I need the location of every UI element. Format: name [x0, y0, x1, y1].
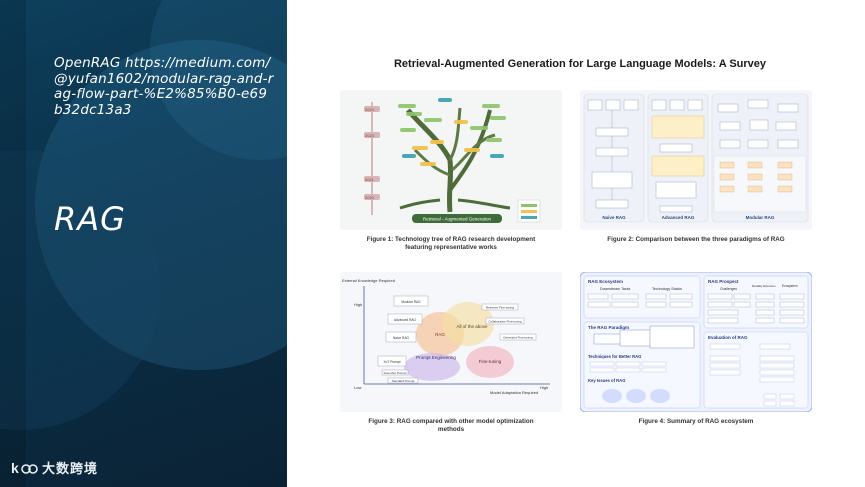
section-title: RAG Prospect	[708, 279, 739, 284]
year-label: 2023	[365, 133, 375, 138]
paradigm-label: Advanced RAG	[662, 215, 695, 220]
axis-low-label: Low	[354, 385, 361, 390]
section-title: RAG Ecosystem	[588, 279, 623, 284]
rag-comparison-chart: External Knowledge Required Model Adapta…	[340, 272, 562, 412]
figure-4-caption: Figure 4: Summary of RAG ecosystem	[638, 418, 754, 425]
brand: k 大数跨境	[10, 458, 98, 477]
bubble-label: All of the above	[456, 324, 488, 329]
paper-title: Retrieval-Augmented Generation for Large…	[393, 58, 767, 70]
section-title: Evaluation of RAG	[708, 335, 748, 340]
bubble-label: Prompt Engineering	[416, 355, 456, 360]
figure-4-image: RAG Ecosystem RAG Prospect The RAG Parad…	[580, 272, 812, 412]
figure-2-caption: Figure 2: Comparison between the three p…	[607, 236, 785, 243]
axis-high-label: High	[354, 302, 362, 307]
figure-3-image: External Knowledge Required Model Adapta…	[340, 272, 562, 412]
rag-paradigms-diagram: Naive RAG Advanced RAG Mo	[580, 90, 812, 230]
bubble-label: Fine-tuning	[479, 359, 502, 364]
paradigm-label: Naive RAG	[602, 215, 626, 220]
year-label: 2020	[365, 195, 375, 200]
reference-link-text[interactable]: OpenRAG https://medium.com/@yufan1602/mo…	[54, 55, 274, 118]
brand-name: 大数跨境	[42, 461, 99, 476]
subsection-label: Ecosystem	[782, 284, 798, 288]
subsection-label: Challenges	[720, 287, 737, 291]
subsection-label: Modality Extension	[752, 284, 776, 288]
subsection-label: Downstream Tasks	[600, 287, 630, 291]
rag-ecosystem-diagram: RAG Ecosystem RAG Prospect The RAG Parad…	[580, 272, 812, 412]
k-logo-icon: k	[11, 460, 38, 476]
x-axis-label: Model Adaptation Required	[490, 390, 538, 395]
section-title: Key Issues of RAG	[588, 378, 625, 383]
left-panel: OpenRAG https://medium.com/@yufan1602/mo…	[0, 0, 287, 487]
method-box: Retriever Fine-tuning	[486, 306, 514, 310]
figure-3-caption: Figure 3: RAG compared with other model …	[368, 418, 534, 433]
year-label: 2021	[365, 177, 375, 182]
section-title: Techniques for Better RAG	[588, 354, 641, 359]
method-box: Naive RAG	[393, 336, 409, 340]
side-strip	[0, 0, 26, 487]
svg-text:k: k	[11, 460, 19, 476]
subsection-label: Technology Stacks	[652, 287, 682, 291]
paradigm-label: Modular RAG	[746, 215, 775, 220]
method-box: XoT Prompt	[384, 360, 401, 364]
method-box: Few-shot Prompt	[384, 371, 407, 375]
tree-banner: Retrieval - Augmented Generation	[423, 217, 492, 222]
figure-2-image: Naive RAG Advanced RAG Mo	[580, 90, 812, 230]
method-box: Generator Fine-tuning	[503, 336, 533, 340]
decorative-circle	[35, 40, 287, 370]
technology-tree-diagram: 2024 2023 2021 2020	[340, 90, 562, 230]
method-box: Modular RAG	[401, 300, 421, 304]
slide-title: RAG	[54, 200, 126, 238]
year-label: 2024	[365, 107, 375, 112]
y-axis-label: External Knowledge Required	[342, 278, 395, 283]
section-title: The RAG Paradigm	[588, 325, 629, 330]
method-box: Standard Prompt	[392, 379, 415, 383]
bubble-label: RAG	[435, 332, 445, 337]
axis-high-x-label: High	[540, 385, 548, 390]
method-box: Collaborative Fine-tuning	[488, 320, 522, 324]
method-box: Advanced RAG	[394, 318, 416, 322]
figure-1-image: 2024 2023 2021 2020	[340, 90, 562, 230]
figure-1-caption: Figure 1: Technology tree of RAG researc…	[366, 236, 536, 251]
